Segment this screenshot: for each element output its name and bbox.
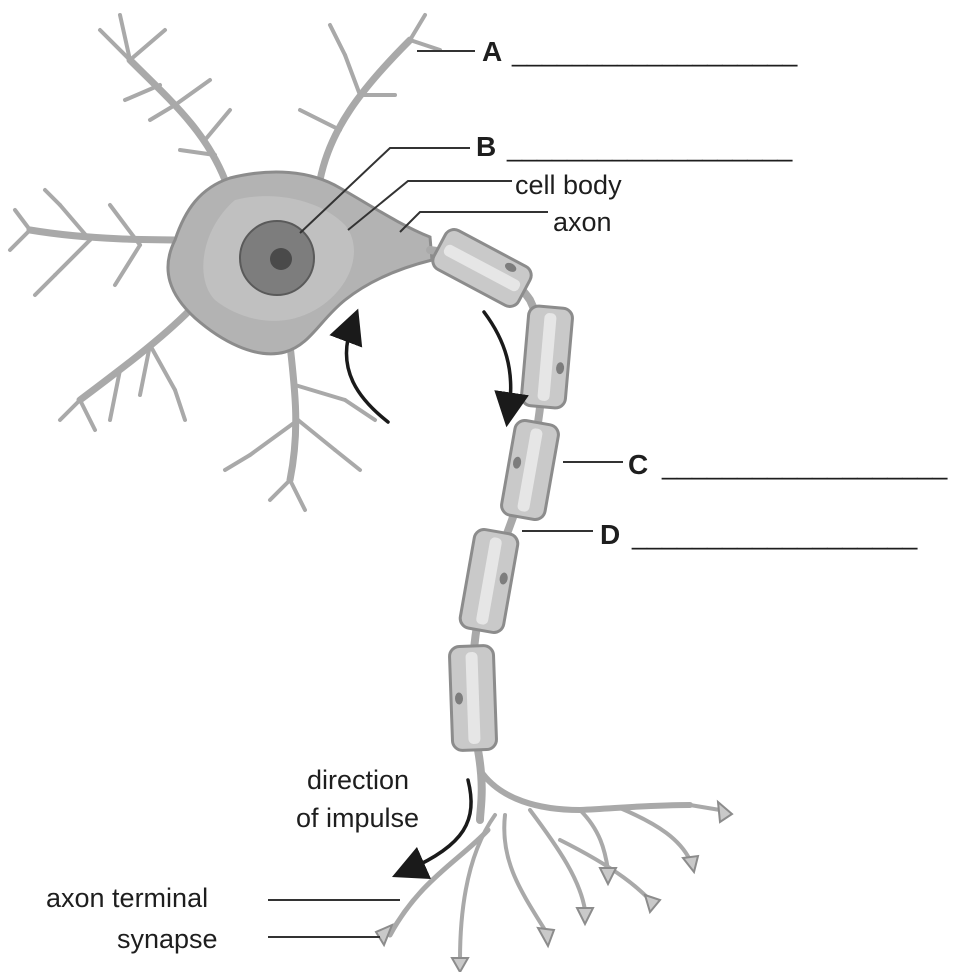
label-direction-line2: of impulse [296, 803, 419, 833]
label-axon-terminal: axon terminal [46, 883, 208, 913]
myelin-sheath [429, 226, 573, 751]
label-a-blank[interactable]: ___________________ [511, 37, 798, 67]
synaptic-knobs [376, 802, 732, 972]
label-a-letter: A [482, 36, 502, 67]
axon-terminal-branches [390, 770, 720, 960]
label-b-blank[interactable]: ___________________ [506, 132, 793, 162]
label-d-blank[interactable]: ___________________ [631, 520, 918, 550]
nucleolus [270, 248, 292, 270]
label-cell-body: cell body [515, 170, 622, 200]
label-c-letter: C [628, 449, 648, 480]
label-c-blank[interactable]: ___________________ [661, 450, 948, 480]
arrow-along-axon [484, 312, 511, 410]
leader-axon [400, 212, 548, 232]
label-b-letter: B [476, 131, 496, 162]
label-d-letter: D [600, 519, 620, 550]
label-axon: axon [553, 207, 612, 237]
label-direction-line1: direction [307, 765, 409, 795]
label-synapse: synapse [117, 924, 218, 954]
